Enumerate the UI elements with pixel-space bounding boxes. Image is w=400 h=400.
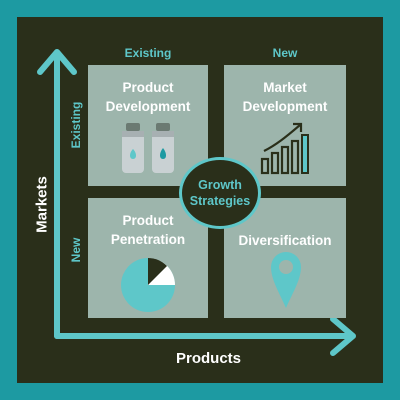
quadrant-title: Diversification	[238, 233, 332, 248]
pie-chart-icon	[121, 258, 175, 312]
markets-axis-label: Markets	[33, 176, 51, 233]
column-header-existing: Existing	[124, 46, 172, 60]
quadrant-title-line1: Market	[263, 80, 307, 95]
quadrant-title-line1: Product	[122, 213, 174, 228]
map-pin-icon	[271, 252, 301, 308]
quadrant-product-development: Product Development	[88, 65, 208, 186]
quadrant-title-line2: Development	[105, 99, 191, 114]
row-header-existing: Existing	[69, 101, 83, 149]
quadrant-diversification: Diversification	[224, 198, 346, 318]
horizontal-axis-arrowhead	[330, 316, 356, 356]
growth-bar-chart-icon	[260, 122, 309, 175]
quadrant-title-line2: Penetration	[110, 232, 186, 247]
quadrant-title-line1: Product	[122, 80, 174, 95]
quadrant-product-penetration: Product Penetration	[88, 198, 208, 318]
vertical-axis-arrowhead	[37, 49, 77, 75]
column-header-new: New	[272, 46, 298, 60]
bottles-icon	[122, 123, 174, 173]
quadrant-title-line2: Development	[242, 99, 328, 114]
growth-strategies-center: Growth Strategies	[179, 157, 261, 229]
center-label-line2: Strategies	[189, 194, 251, 208]
row-header-new: New	[69, 237, 83, 263]
products-axis-label: Products	[176, 350, 242, 367]
center-label-line1: Growth	[198, 178, 242, 192]
